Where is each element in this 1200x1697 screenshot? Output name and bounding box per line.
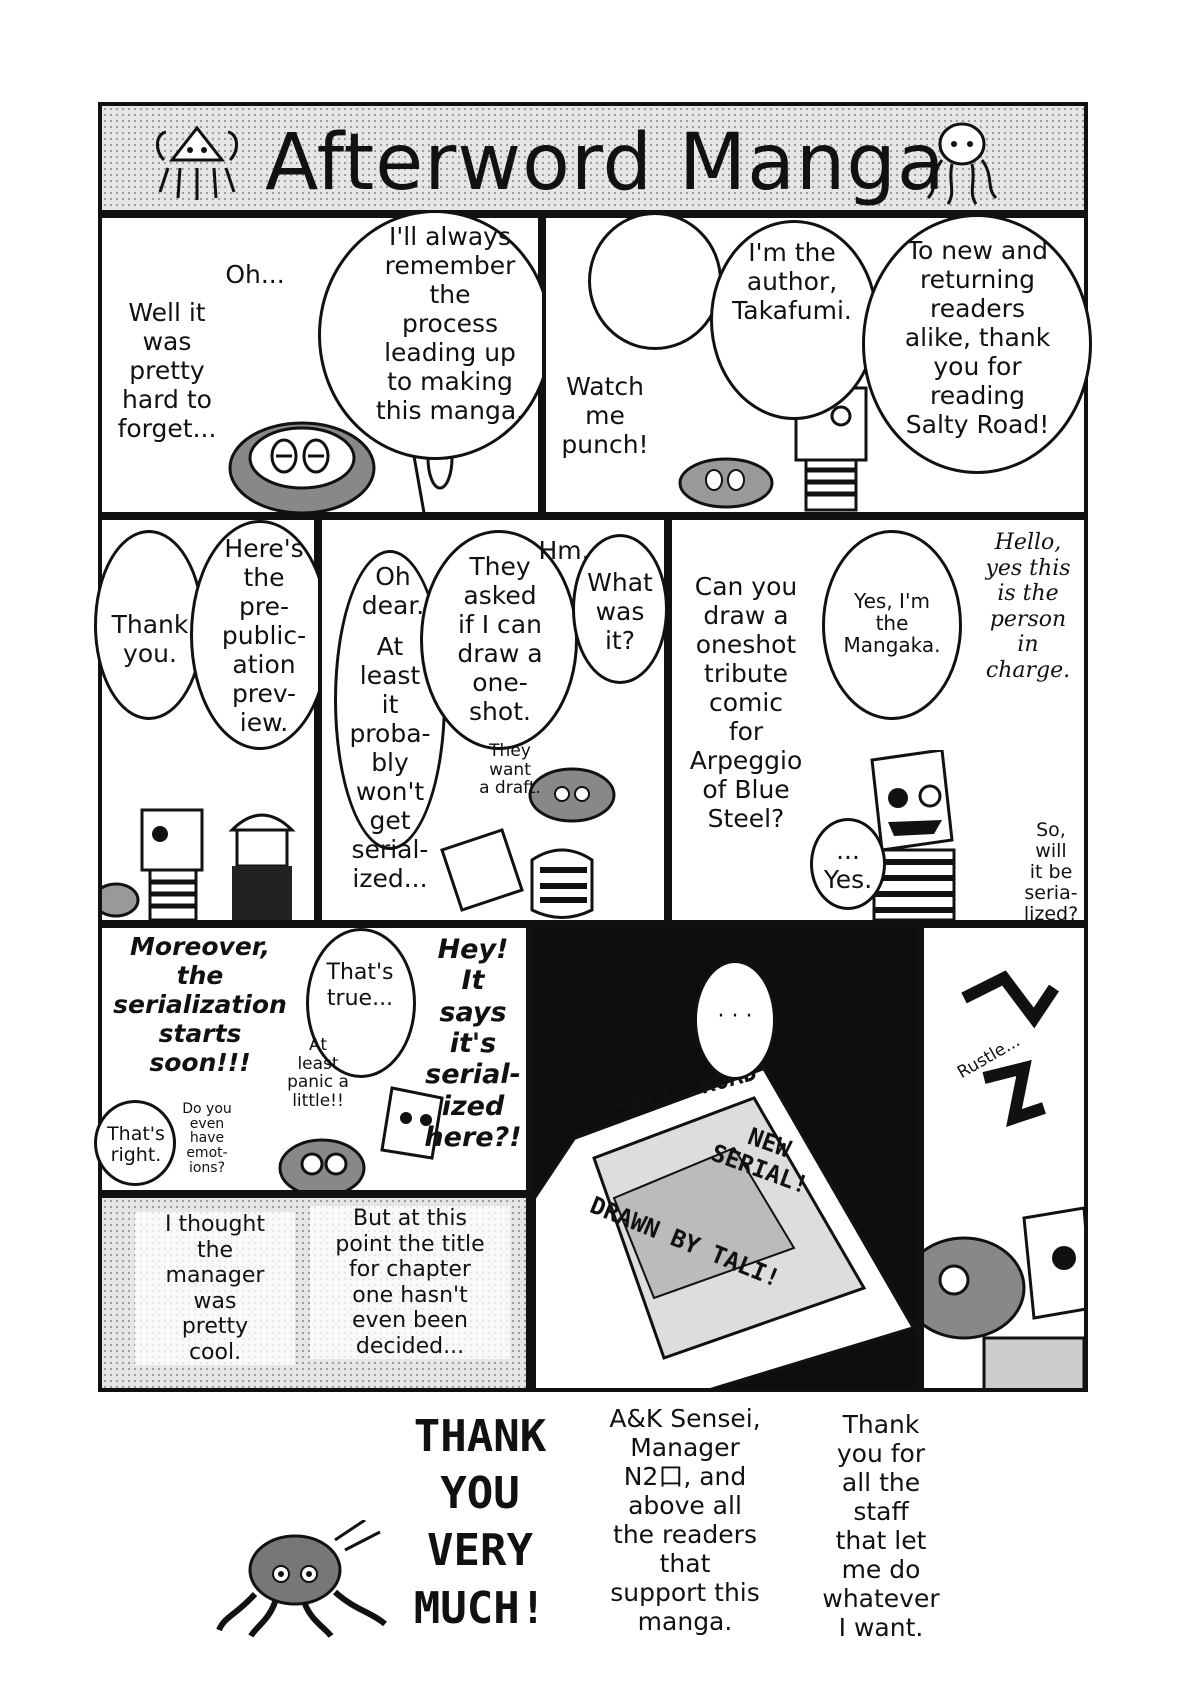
manga-characters-art [102, 808, 296, 920]
thank-you-very-much: THANK YOU VERY MUCH! [413, 1411, 547, 1634]
octopus-mascot-icon [216, 1520, 387, 1638]
title-banner [98, 102, 1088, 214]
rustle-sfx-art [961, 970, 1059, 1127]
narration-title: But at this point the title for chapter … [310, 1206, 510, 1360]
speech-bubble [306, 928, 416, 1078]
squid-doodle-icon [156, 125, 238, 200]
speech-bubble [822, 530, 962, 720]
dialogue-mangaka: Yes, I'm the Mangaka. [843, 589, 941, 657]
dialogue-can-you: Can you draw a oneshot tribute comic for… [689, 572, 803, 833]
footer-readers-note: A&K Sensei, Manager N2口, and above all t… [609, 1404, 761, 1636]
speech-bubble [710, 220, 878, 420]
dialogue-draft: They want a draft. [479, 741, 541, 799]
manga-characters-art [228, 360, 538, 512]
dialogue-thats-true: That's true... [326, 960, 394, 1011]
speech-bubble [588, 212, 722, 350]
manga-characters-art [440, 767, 616, 919]
dialogue-moreover: Moreover, the serialization starts soon!… [113, 932, 287, 1077]
dialogue-yes: ... Yes. [823, 836, 873, 894]
speech-bubble [190, 520, 330, 750]
dialogue-hello: Hello, yes this is the person in charge. [985, 530, 1071, 683]
dialogue-so-will: So, will it be seria- lized? [1023, 819, 1079, 925]
dialogue-asked: They asked if I can draw a one- shot. [457, 552, 543, 726]
speech-bubble [94, 1100, 176, 1186]
dialogue-oh: Oh... [225, 260, 285, 289]
footer-staff-note: Thank you for all the staff that let me … [822, 1410, 940, 1642]
dialogue-what: What was it? [587, 568, 653, 655]
octopus-doodle-icon [926, 122, 998, 205]
page-title: Afterword Manga [265, 118, 946, 208]
dialogue-preview: Here's the pre- public- ation prev- iew. [221, 534, 307, 737]
speech-bubble [318, 210, 552, 460]
dialogue-dots: · · · [717, 1004, 753, 1029]
dialogue-thanks: To new and returning readers alike, than… [904, 236, 1051, 439]
magazine-art [534, 1065, 916, 1388]
dialogue-right: That's right. [107, 1123, 165, 1166]
dialogue-emotions: Do you even have emot- ions? [182, 1101, 232, 1176]
manga-characters-art [870, 750, 956, 920]
speech-bubble [334, 550, 446, 850]
dialogue-at-least: At least it proba- bly won't get serial-… [349, 632, 431, 893]
dialogue-hey: Hey! It says it's serial- ized here?! [424, 934, 522, 1153]
dialogue-punch: Watch me punch! [561, 372, 649, 459]
dialogue-remember: I'll always remember the process leading… [375, 222, 525, 425]
speech-bubble [572, 534, 668, 684]
dialogue-thank-you: Thank you. [111, 610, 189, 668]
speech-bubble [862, 214, 1092, 474]
dialogue-oh-dear: Oh dear. [361, 562, 425, 620]
speech-bubble [810, 818, 886, 910]
dialogue-panic: At least panic a little!! [287, 1035, 349, 1112]
manga-characters-art [924, 1206, 1084, 1388]
manga-characters-art [278, 1086, 444, 1190]
speech-bubble [694, 960, 776, 1080]
dialogue-hm: Hm. [538, 536, 590, 565]
panel-3-3 [920, 924, 1088, 1392]
dialogue-author: I'm the author, Takafumi. [732, 238, 852, 325]
dialogue-forget: Well it was pretty hard to forget... [117, 298, 217, 443]
narration-manager: I thought the manager was pretty cool. [135, 1212, 295, 1366]
